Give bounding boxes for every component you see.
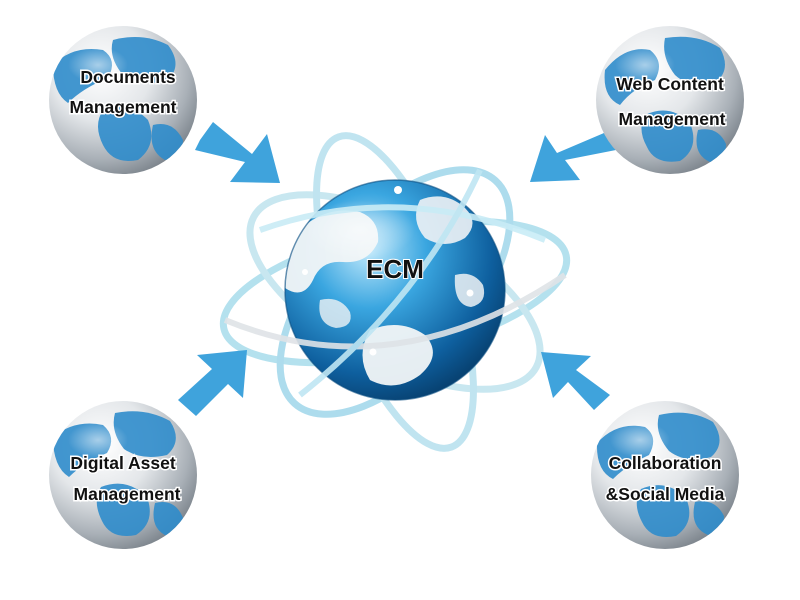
node-label-line1: Documents [80,67,176,87]
globe-documents-management: Documents Management [49,26,197,174]
sparkles [302,186,474,356]
arrow-collaboration-to-ecm [541,352,610,410]
node-label-line1: Collaboration [609,453,722,473]
node-label-line2: &Social Media [606,484,725,504]
globe-web-content-management: Web Content Management [596,26,744,174]
globe-digital-asset-management: Digital Asset Management [49,401,197,549]
globe-continents [53,36,183,161]
arrow-documents-to-ecm [195,122,280,183]
node-label-line2: Management [74,484,181,504]
globe-collaboration-social-media: Collaboration &Social Media [591,401,739,549]
globe-continents [604,36,726,162]
ecm-label: ECM [366,254,424,284]
arrow-webcontent-to-ecm [530,133,616,182]
arrows [178,122,616,416]
node-label-line1: Web Content [616,74,724,94]
arrow-digitalasset-to-ecm [178,350,247,416]
node-label-line1: Digital Asset [70,453,176,473]
ecm-continents [285,196,485,386]
node-label-line2: Management [70,97,177,117]
orbit-rings-front [223,168,567,398]
node-label-line2: Management [619,109,726,129]
